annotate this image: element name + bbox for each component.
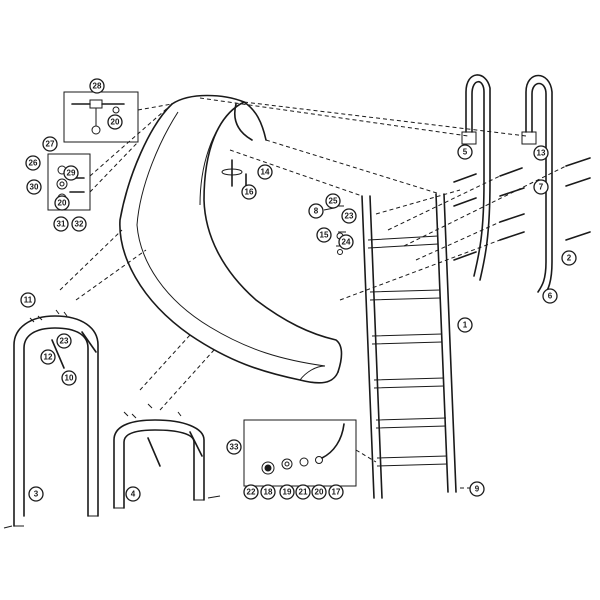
- handrail-4: [113, 419, 221, 509]
- callout-33: 33: [226, 439, 242, 455]
- callout-13: 13: [533, 145, 549, 161]
- svg-text:3: 3: [34, 490, 39, 499]
- svg-text:11: 11: [24, 296, 33, 305]
- callout-29: 29: [63, 165, 79, 181]
- callout-11: 11: [20, 292, 36, 308]
- callout-19: 19: [279, 484, 295, 500]
- svg-text:31: 31: [57, 220, 66, 229]
- callout-22: 22: [243, 484, 259, 500]
- svg-text:12: 12: [44, 353, 53, 362]
- inset-box-28: [63, 91, 139, 143]
- callout-2: 2: [561, 250, 577, 266]
- callout-31: 31: [53, 216, 69, 232]
- callout-28: 28: [89, 78, 105, 94]
- callout-32: 32: [71, 216, 87, 232]
- svg-text:4: 4: [131, 490, 136, 499]
- callout-24: 24: [338, 234, 354, 250]
- callout-7: 7: [533, 179, 549, 195]
- svg-text:19: 19: [283, 488, 292, 497]
- svg-text:27: 27: [46, 140, 55, 149]
- svg-text:24: 24: [342, 238, 351, 247]
- svg-text:25: 25: [329, 197, 338, 206]
- svg-text:28: 28: [93, 82, 102, 91]
- svg-text:7: 7: [539, 183, 544, 192]
- callout-16: 16: [241, 184, 257, 200]
- callout-21: 21: [295, 484, 311, 500]
- ladder: [361, 193, 457, 499]
- callout-1: 1: [457, 317, 473, 333]
- inset-box-hardware: [47, 153, 91, 211]
- svg-text:26: 26: [29, 159, 38, 168]
- callout-9: 9: [469, 481, 485, 497]
- callout-8: 8: [308, 203, 324, 219]
- svg-text:1: 1: [463, 321, 468, 330]
- svg-text:30: 30: [30, 183, 39, 192]
- callout-30: 30: [26, 179, 42, 195]
- svg-text:20: 20: [58, 199, 67, 208]
- svg-text:9: 9: [475, 485, 480, 494]
- callout-26: 26: [25, 155, 41, 171]
- svg-text:16: 16: [245, 188, 254, 197]
- inset-box-33: [243, 419, 357, 487]
- callout-6: 6: [542, 288, 558, 304]
- svg-text:13: 13: [537, 149, 546, 158]
- svg-text:6: 6: [548, 292, 553, 301]
- handrail-3: [3, 315, 99, 529]
- svg-text:23: 23: [345, 212, 354, 221]
- anchor-bolts: [453, 157, 591, 261]
- svg-text:14: 14: [261, 168, 270, 177]
- small-hardware: [221, 159, 346, 255]
- callout-23-lower: 23: [56, 333, 72, 349]
- callout-20-box33: 20: [311, 484, 327, 500]
- callout-15: 15: [316, 227, 332, 243]
- callout-17: 17: [328, 484, 344, 500]
- svg-text:32: 32: [75, 220, 84, 229]
- pool-rails: [461, 74, 553, 297]
- callout-12: 12: [40, 349, 56, 365]
- callout-14: 14: [257, 164, 273, 180]
- svg-text:21: 21: [299, 488, 308, 497]
- svg-text:18: 18: [264, 488, 273, 497]
- callout-27: 27: [42, 136, 58, 152]
- assembly-lines: [59, 97, 567, 489]
- callout-25: 25: [325, 193, 341, 209]
- svg-text:8: 8: [314, 207, 319, 216]
- svg-text:10: 10: [65, 374, 74, 383]
- callout-18: 18: [260, 484, 276, 500]
- slide-chute: [119, 94, 343, 384]
- svg-text:5: 5: [463, 148, 468, 157]
- callout-23-upper: 23: [341, 208, 357, 224]
- svg-text:23: 23: [60, 337, 69, 346]
- callout-20-hardware: 20: [54, 195, 70, 211]
- svg-text:2: 2: [567, 254, 572, 263]
- svg-text:15: 15: [320, 231, 329, 240]
- callout-20-box28: 20: [107, 114, 123, 130]
- svg-text:20: 20: [111, 118, 120, 127]
- svg-text:22: 22: [247, 488, 256, 497]
- svg-text:20: 20: [315, 488, 324, 497]
- callout-3: 3: [28, 486, 44, 502]
- callout-4: 4: [125, 486, 141, 502]
- handrail-bolts: [29, 309, 203, 467]
- callout-5: 5: [457, 144, 473, 160]
- svg-text:17: 17: [332, 488, 341, 497]
- svg-text:33: 33: [230, 443, 239, 452]
- callout-10: 10: [61, 370, 77, 386]
- svg-text:29: 29: [67, 169, 76, 178]
